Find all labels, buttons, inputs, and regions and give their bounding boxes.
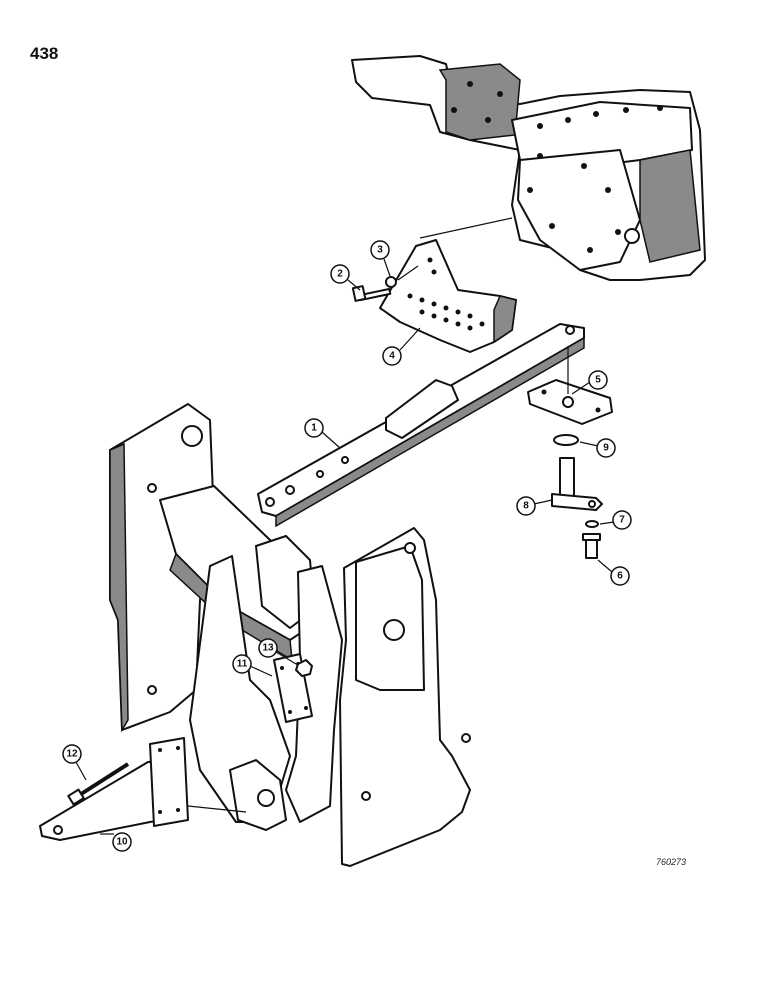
clamp-plate xyxy=(527,379,613,425)
bracket-bolt xyxy=(351,285,392,302)
drawbar xyxy=(257,323,585,528)
callout-2: 2 xyxy=(330,264,361,291)
callout-8: 8 xyxy=(516,496,553,516)
svg-text:7: 7 xyxy=(619,515,625,526)
svg-text:13: 13 xyxy=(262,643,274,654)
figure-code: 760273 xyxy=(656,857,687,867)
hitch-drawbar xyxy=(39,737,189,841)
svg-text:8: 8 xyxy=(523,501,529,512)
callout-13: 13 xyxy=(258,638,297,665)
svg-text:9: 9 xyxy=(603,443,609,454)
svg-text:5: 5 xyxy=(595,375,601,386)
svg-text:4: 4 xyxy=(389,351,395,362)
svg-text:1: 1 xyxy=(311,423,317,434)
callout-11: 11 xyxy=(232,654,273,677)
pin-lock-washer xyxy=(585,520,599,528)
rear-axle-housing xyxy=(351,55,706,281)
svg-text:11: 11 xyxy=(237,659,248,670)
callout-1: 1 xyxy=(304,418,341,449)
svg-text:12: 12 xyxy=(66,749,78,760)
left-side-plate xyxy=(109,403,215,733)
hitch-bolt xyxy=(67,762,130,806)
bracket-lock-washer xyxy=(385,276,397,288)
callout-7: 7 xyxy=(599,510,632,530)
callout-6: 6 xyxy=(597,559,630,586)
hitch-center-plates xyxy=(189,535,343,831)
callout-12: 12 xyxy=(62,744,87,781)
svg-text:2: 2 xyxy=(337,269,343,280)
drawbar-pin xyxy=(551,457,603,511)
callout-4: 4 xyxy=(382,327,421,366)
plate-nut xyxy=(295,659,313,677)
callout-10: 10 xyxy=(100,832,132,852)
svg-text:3: 3 xyxy=(377,245,383,256)
drawbar-support-bracket xyxy=(379,239,517,353)
svg-text:6: 6 xyxy=(617,571,623,582)
right-side-plate xyxy=(339,527,471,867)
pin-washer xyxy=(553,434,579,446)
callout-3: 3 xyxy=(370,240,391,277)
pin-retaining-bolt xyxy=(582,533,601,559)
page-number: 438 xyxy=(30,44,59,63)
callout-5: 5 xyxy=(571,370,608,395)
callout-9: 9 xyxy=(579,438,616,458)
svg-text:10: 10 xyxy=(116,837,128,848)
